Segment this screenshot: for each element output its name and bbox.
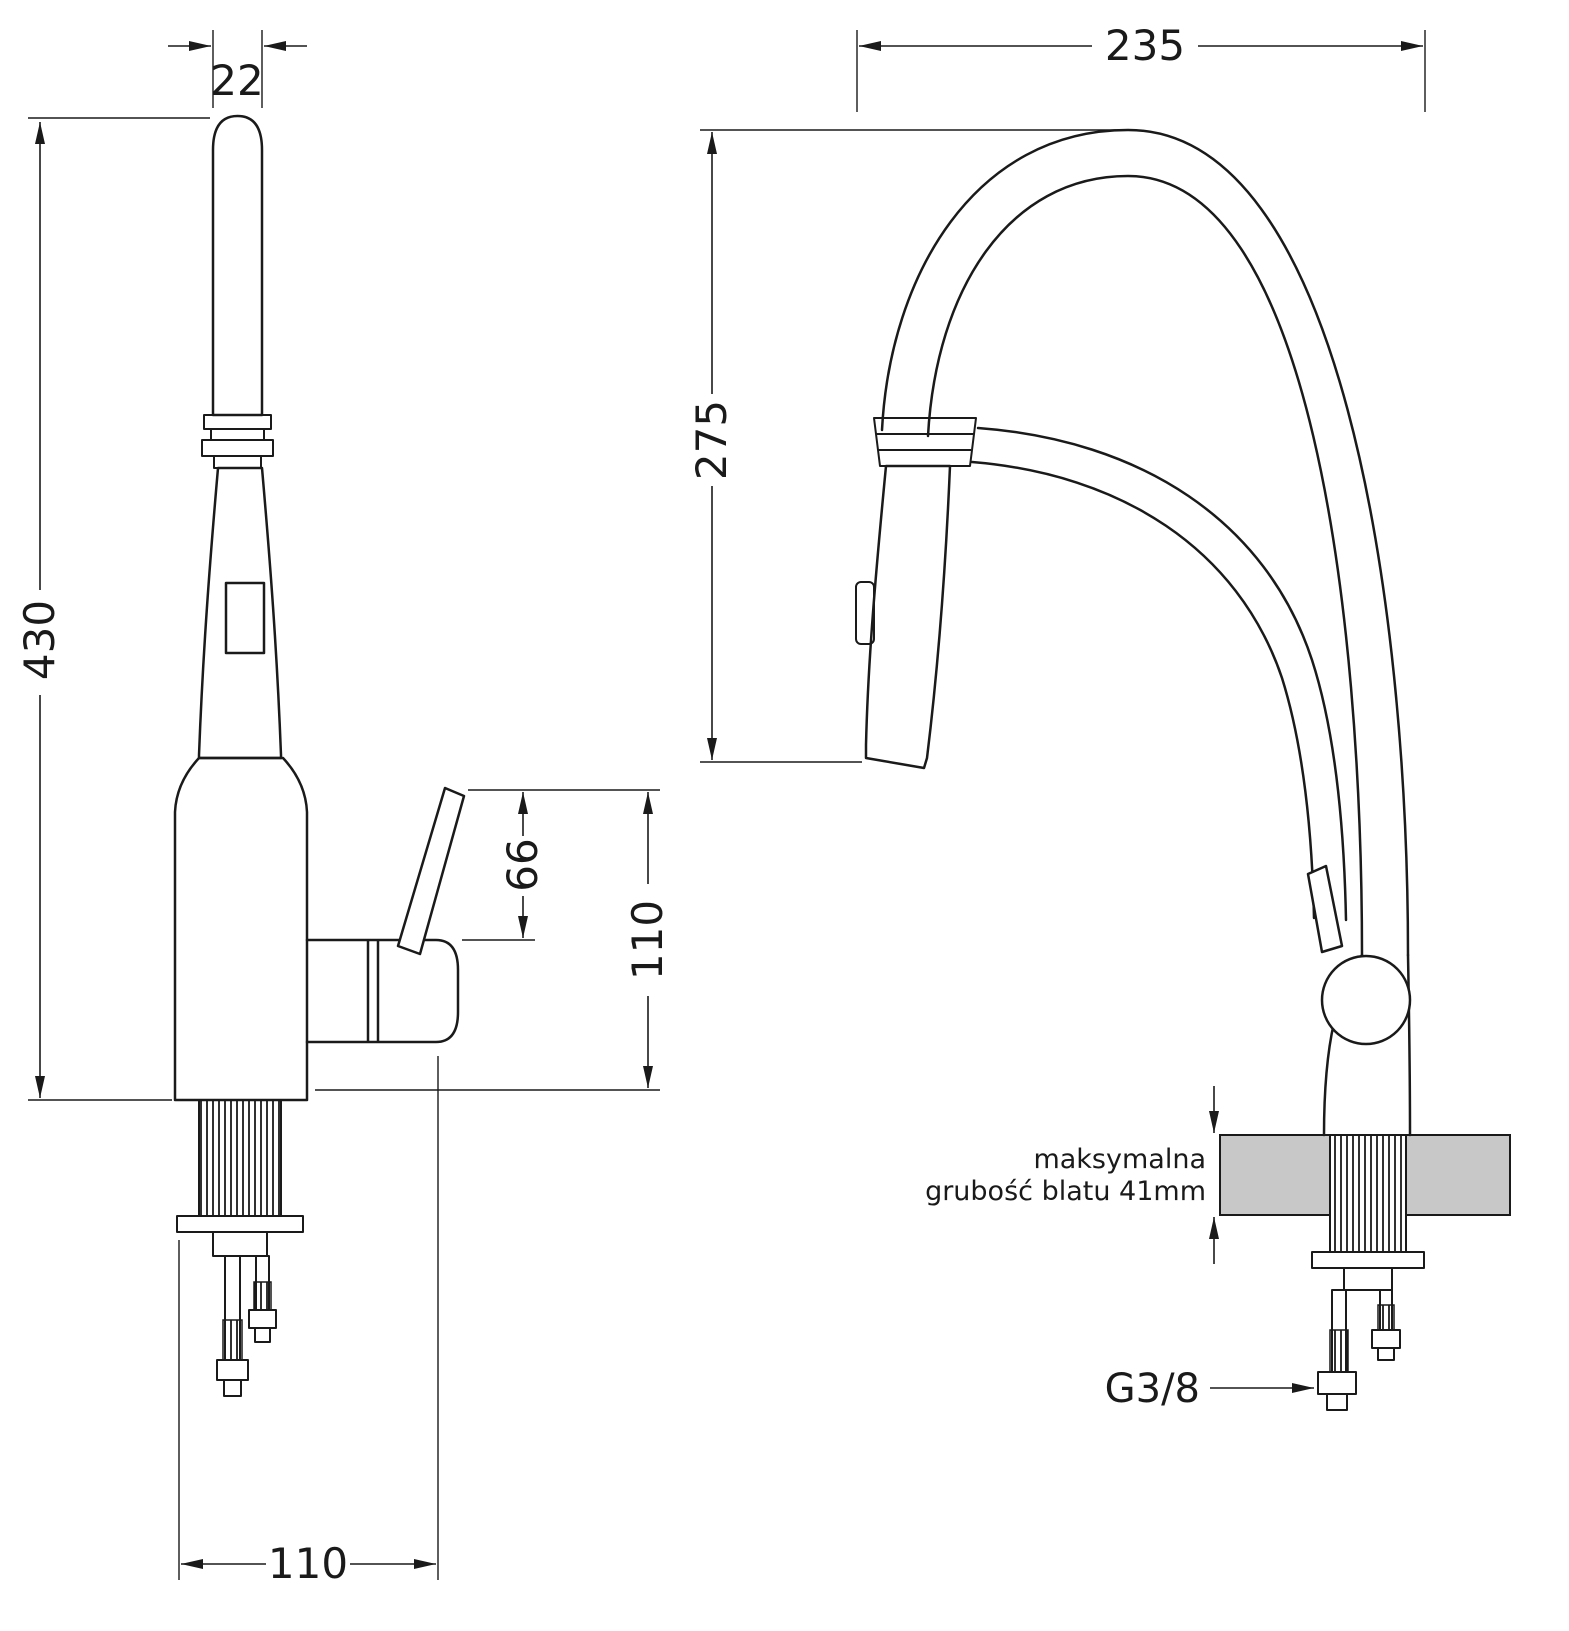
stud-thread-left — [1329, 1329, 1349, 1373]
dim-extension-lines — [28, 117, 210, 1101]
countertop-thickness-callout: maksymalna grubość blatu 41mm — [925, 1086, 1219, 1264]
joint-ball — [1320, 954, 1412, 1046]
dim-spout-diameter: 22 — [168, 30, 307, 108]
spout-tube — [211, 114, 264, 417]
gooseneck-outer-edge — [880, 128, 1410, 957]
display-window — [224, 581, 266, 655]
handle-mount — [305, 938, 460, 1044]
dim-total-height: 430 — [15, 117, 210, 1101]
dim-extension-lines — [856, 30, 1426, 112]
thread-size-callout: G3/8 — [1105, 1366, 1314, 1412]
thread-size-label: G3/8 — [1105, 1366, 1200, 1412]
faucet-body — [173, 756, 309, 1102]
dim-spout-reach: 235 — [856, 21, 1426, 112]
dim-base-depth: 110 — [178, 1056, 439, 1588]
dim-lever-height: 66 — [462, 789, 660, 941]
side-view-drawing: 22 430 66 110 110 — [15, 30, 672, 1588]
aerator-rings — [201, 414, 274, 469]
mounting-thread — [198, 1099, 282, 1217]
sprayhead-collar — [873, 417, 977, 467]
front-view-drawing: 235 275 maksymalna grubość blatu 41mm G3… — [687, 21, 1511, 1412]
dim-extension-lines — [462, 789, 660, 941]
dim-extension-lines — [700, 129, 1126, 763]
sprayhead-body — [864, 464, 952, 770]
dim-body-depth: 110 — [315, 792, 672, 1091]
gooseneck-inner-edge — [926, 174, 1364, 957]
sprayhead-button — [855, 581, 875, 645]
stud-thread-left — [222, 1319, 243, 1361]
dim-label-total-height: 430 — [15, 600, 64, 680]
mounting-flange — [1311, 1251, 1425, 1291]
stud-thread-right — [253, 1281, 272, 1311]
dim-label-lever-height: 66 — [498, 838, 547, 891]
dim-extension-lines — [178, 1056, 439, 1580]
mounting-flange — [176, 1215, 304, 1257]
pull-down-hose — [970, 426, 1348, 922]
countertop-note-line2: grubość blatu 41mm — [925, 1176, 1206, 1207]
countertop-note-line1: maksymalna — [1033, 1144, 1206, 1175]
dim-spout-drop: 275 — [687, 129, 1126, 763]
dim-label-spout-drop: 275 — [687, 400, 736, 480]
dim-extension-lines — [212, 30, 263, 108]
mounting-thread — [1329, 1134, 1407, 1253]
dim-label-base-depth: 110 — [268, 1539, 348, 1588]
base-lever — [1306, 864, 1344, 954]
dim-label-spout-diameter: 22 — [210, 56, 263, 105]
dim-label-spout-reach: 235 — [1105, 21, 1185, 70]
handle-lever — [396, 786, 466, 956]
stud-thread-right — [1377, 1304, 1395, 1331]
dim-label-body-depth: 110 — [623, 900, 672, 980]
